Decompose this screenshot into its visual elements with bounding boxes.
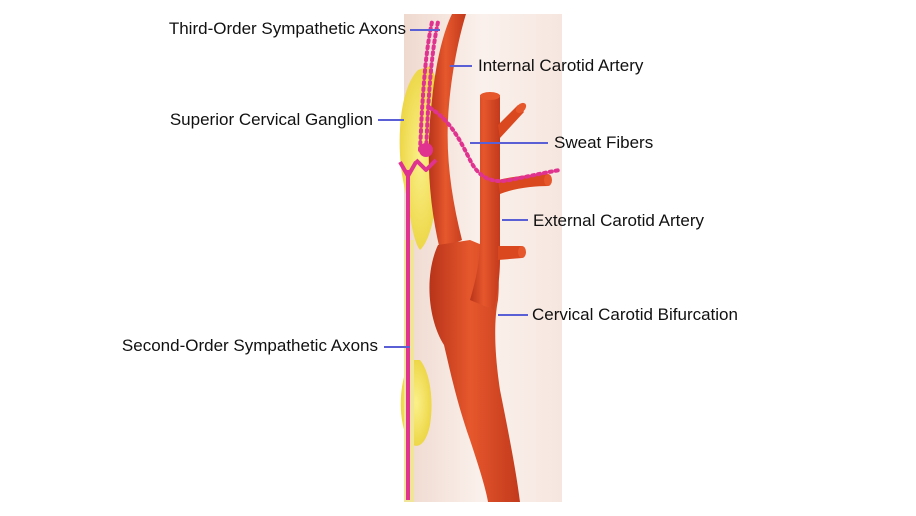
label-internal-carotid-artery: Internal Carotid Artery	[478, 56, 644, 75]
sweat-fibers-dotted	[428, 106, 562, 183]
label-second-order-axons: Second-Order Sympathetic Axons	[121, 336, 378, 355]
external-carotid-artery-shape	[470, 95, 500, 310]
label-external-carotid-artery: External Carotid Artery	[533, 211, 705, 230]
synapse-fork	[398, 161, 418, 178]
internal-carotid-artery-shape	[428, 14, 466, 250]
synapse-cap	[414, 158, 438, 172]
branch-lower	[498, 246, 522, 260]
third-order-axon-dotted-left	[418, 20, 434, 152]
label-sweat-fibers: Sweat Fibers	[554, 133, 654, 152]
external-carotid-top	[480, 92, 500, 100]
label-superior-cervical-ganglion: Superior Cervical Ganglion	[169, 110, 373, 129]
label-cervical-carotid-bifurcation: Cervical Carotid Bifurcation	[532, 305, 738, 324]
label-third-order-axons: Third-Order Sympathetic Axons	[168, 19, 406, 38]
branch-upper	[498, 105, 524, 138]
carotid-bulb-shape	[429, 240, 520, 502]
